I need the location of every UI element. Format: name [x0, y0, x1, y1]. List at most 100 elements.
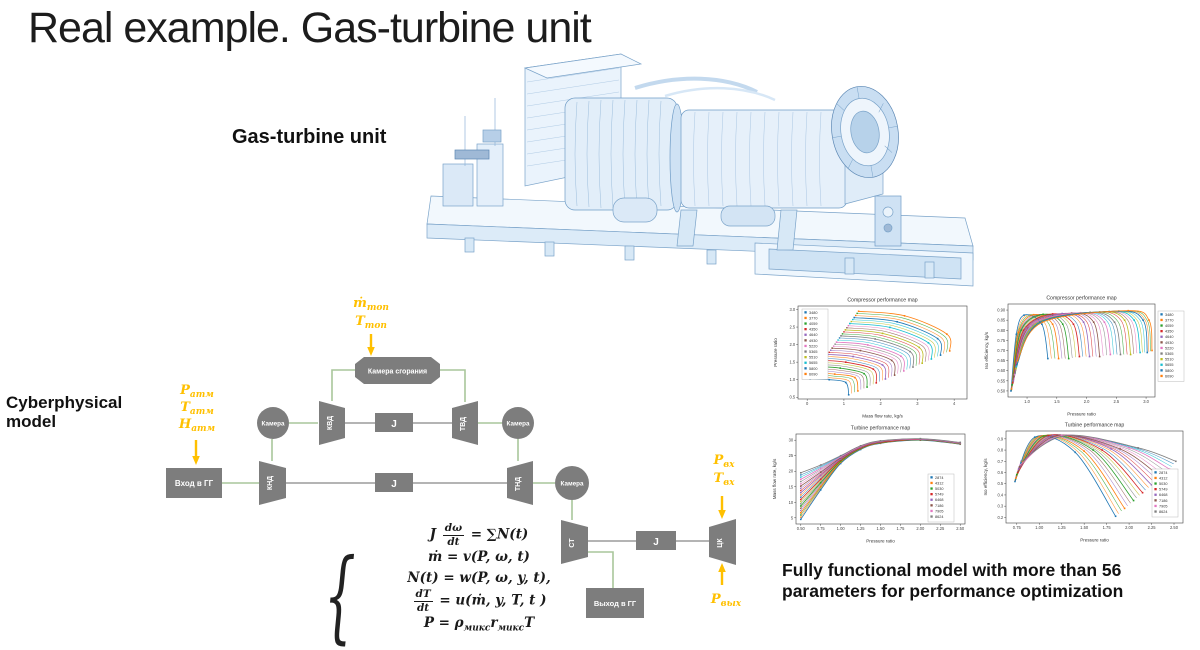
svg-text:1: 1: [843, 401, 846, 406]
svg-text:4350: 4350: [1165, 330, 1173, 334]
cyberphysical-model-label: Cyberphysical model: [6, 393, 123, 431]
svg-text:СТ: СТ: [569, 538, 576, 548]
svg-text:ТВД: ТВД: [460, 417, 467, 431]
svg-text:0.3: 0.3: [997, 504, 1003, 509]
page-title: Real example. Gas-turbine unit: [28, 4, 592, 52]
svg-text:6090: 6090: [1165, 374, 1173, 378]
svg-text:0.5: 0.5: [997, 481, 1003, 486]
svg-text:10: 10: [789, 500, 794, 505]
svg-text:0.80: 0.80: [997, 328, 1006, 333]
svg-text:4312: 4312: [1159, 476, 1167, 480]
svg-text:0.2: 0.2: [997, 515, 1003, 520]
svg-text:0.85: 0.85: [997, 318, 1006, 323]
svg-text:ТНД: ТНД: [515, 477, 522, 491]
svg-text:7905: 7905: [935, 509, 943, 513]
svg-text:0.65: 0.65: [997, 358, 1006, 363]
svg-text:2: 2: [880, 401, 883, 406]
t-in-label: Tвх: [714, 471, 736, 488]
node-knd: [259, 461, 286, 505]
svg-text:0.6: 0.6: [997, 470, 1003, 475]
svg-text:3.0: 3.0: [1143, 399, 1149, 404]
svg-text:1.5: 1.5: [1054, 399, 1060, 404]
svg-text:Pressure ratio: Pressure ratio: [1067, 412, 1096, 417]
svg-text:4350: 4350: [809, 328, 817, 332]
svg-text:6090: 6090: [809, 372, 817, 376]
svg-text:1.0: 1.0: [1024, 399, 1030, 404]
svg-text:0.75: 0.75: [817, 526, 826, 531]
svg-text:Compressor performance map: Compressor performance map: [1046, 296, 1116, 302]
svg-text:4059: 4059: [809, 322, 817, 326]
svg-text:Iso efficiency, kg/s: Iso efficiency, kg/s: [983, 458, 988, 496]
svg-text:7905: 7905: [1159, 504, 1167, 508]
svg-text:0.50: 0.50: [797, 526, 806, 531]
svg-text:Pressure ratio: Pressure ratio: [1080, 538, 1109, 543]
equation-line: ṁ = v(P, ω, t): [428, 549, 530, 565]
gas-turbine-3d-image: [426, 53, 974, 287]
node-chamber-3: [555, 466, 589, 500]
svg-text:4930: 4930: [1165, 341, 1173, 345]
svg-text:0.8: 0.8: [997, 448, 1003, 453]
svg-text:5365: 5365: [809, 350, 817, 354]
p-atm-label: Pатм: [179, 383, 214, 400]
svg-text:1.25: 1.25: [857, 526, 866, 531]
svg-text:Turbine performance map: Turbine performance map: [851, 426, 911, 432]
svg-text:Камера: Камера: [561, 481, 584, 488]
svg-text:2.50: 2.50: [956, 526, 965, 531]
svg-text:5510: 5510: [1165, 358, 1173, 362]
svg-text:4640: 4640: [809, 333, 817, 337]
svg-text:5800: 5800: [809, 367, 817, 371]
svg-text:1.50: 1.50: [1080, 525, 1089, 530]
node-inlet: [166, 468, 222, 498]
node-outlet: [586, 588, 644, 618]
engine-body: [564, 76, 884, 213]
t-atm-label: Tатм: [180, 400, 214, 417]
cyberphysical-model-diagram: Вход в ГГ КНД Камера КВД Камера сгорания…: [166, 296, 742, 618]
node-chamber-2: [502, 407, 534, 439]
chart-compressor-efficiency-map: Compressor performance map 1.0 1.5 2.0 2.5 3.…: [982, 291, 1197, 418]
svg-text:1.50: 1.50: [877, 526, 886, 531]
p-in-label: Pвх: [712, 453, 735, 470]
svg-text:1.00: 1.00: [837, 526, 846, 531]
svg-text:4: 4: [953, 401, 956, 406]
svg-text:3480: 3480: [809, 311, 817, 315]
svg-text:КВД: КВД: [327, 416, 334, 430]
gas-turbine-unit-label: Gas-turbine unit: [232, 126, 387, 148]
svg-text:4930: 4930: [809, 339, 817, 343]
svg-text:2.5: 2.5: [1113, 399, 1119, 404]
boundary-labels: Pатм Tатм Hатм ṁтоп Tтоп Pвх Tвх Pвых: [178, 296, 742, 609]
svg-text:2.0: 2.0: [789, 342, 795, 347]
svg-text:Turbine performance map: Turbine performance map: [1065, 423, 1125, 429]
svg-text:КНД: КНД: [267, 476, 274, 490]
svg-text:3770: 3770: [1165, 318, 1173, 322]
svg-text:Iso efficiency, kg/s: Iso efficiency, kg/s: [984, 331, 989, 369]
svg-text:Compressor performance map: Compressor performance map: [847, 298, 917, 304]
svg-text:Вход в ГГ: Вход в ГГ: [175, 479, 214, 488]
svg-text:0.5: 0.5: [789, 395, 795, 400]
svg-text:5655: 5655: [1165, 363, 1173, 367]
svg-text:2.0: 2.0: [1084, 399, 1090, 404]
svg-text:Камера: Камера: [507, 421, 530, 428]
svg-text:0.75: 0.75: [1013, 525, 1022, 530]
svg-text:0.60: 0.60: [997, 368, 1006, 373]
svg-text:6468: 6468: [935, 498, 943, 502]
svg-text:5030: 5030: [1159, 482, 1167, 486]
svg-text:1.5: 1.5: [789, 360, 795, 365]
svg-text:0.7: 0.7: [997, 459, 1003, 464]
node-inertia-3: [636, 531, 676, 550]
svg-text:2874: 2874: [935, 476, 943, 480]
svg-text:3770: 3770: [809, 316, 817, 320]
svg-text:0: 0: [806, 401, 809, 406]
bellmouth: [831, 85, 899, 179]
chart-turbine-flow-map: Turbine performance map 0.50 0.75 1.00 1.25 1…: [770, 421, 975, 545]
svg-text:4059: 4059: [1165, 324, 1173, 328]
svg-text:0.90: 0.90: [997, 308, 1006, 313]
node-inertia-1: [375, 413, 413, 432]
diagram-nodes: Вход в ГГ КНД Камера КВД Камера сгорания…: [166, 357, 736, 618]
svg-text:Камера сгорания: Камера сгорания: [368, 369, 427, 376]
equations-brace: {: [324, 537, 356, 650]
svg-text:5749: 5749: [1159, 488, 1167, 492]
